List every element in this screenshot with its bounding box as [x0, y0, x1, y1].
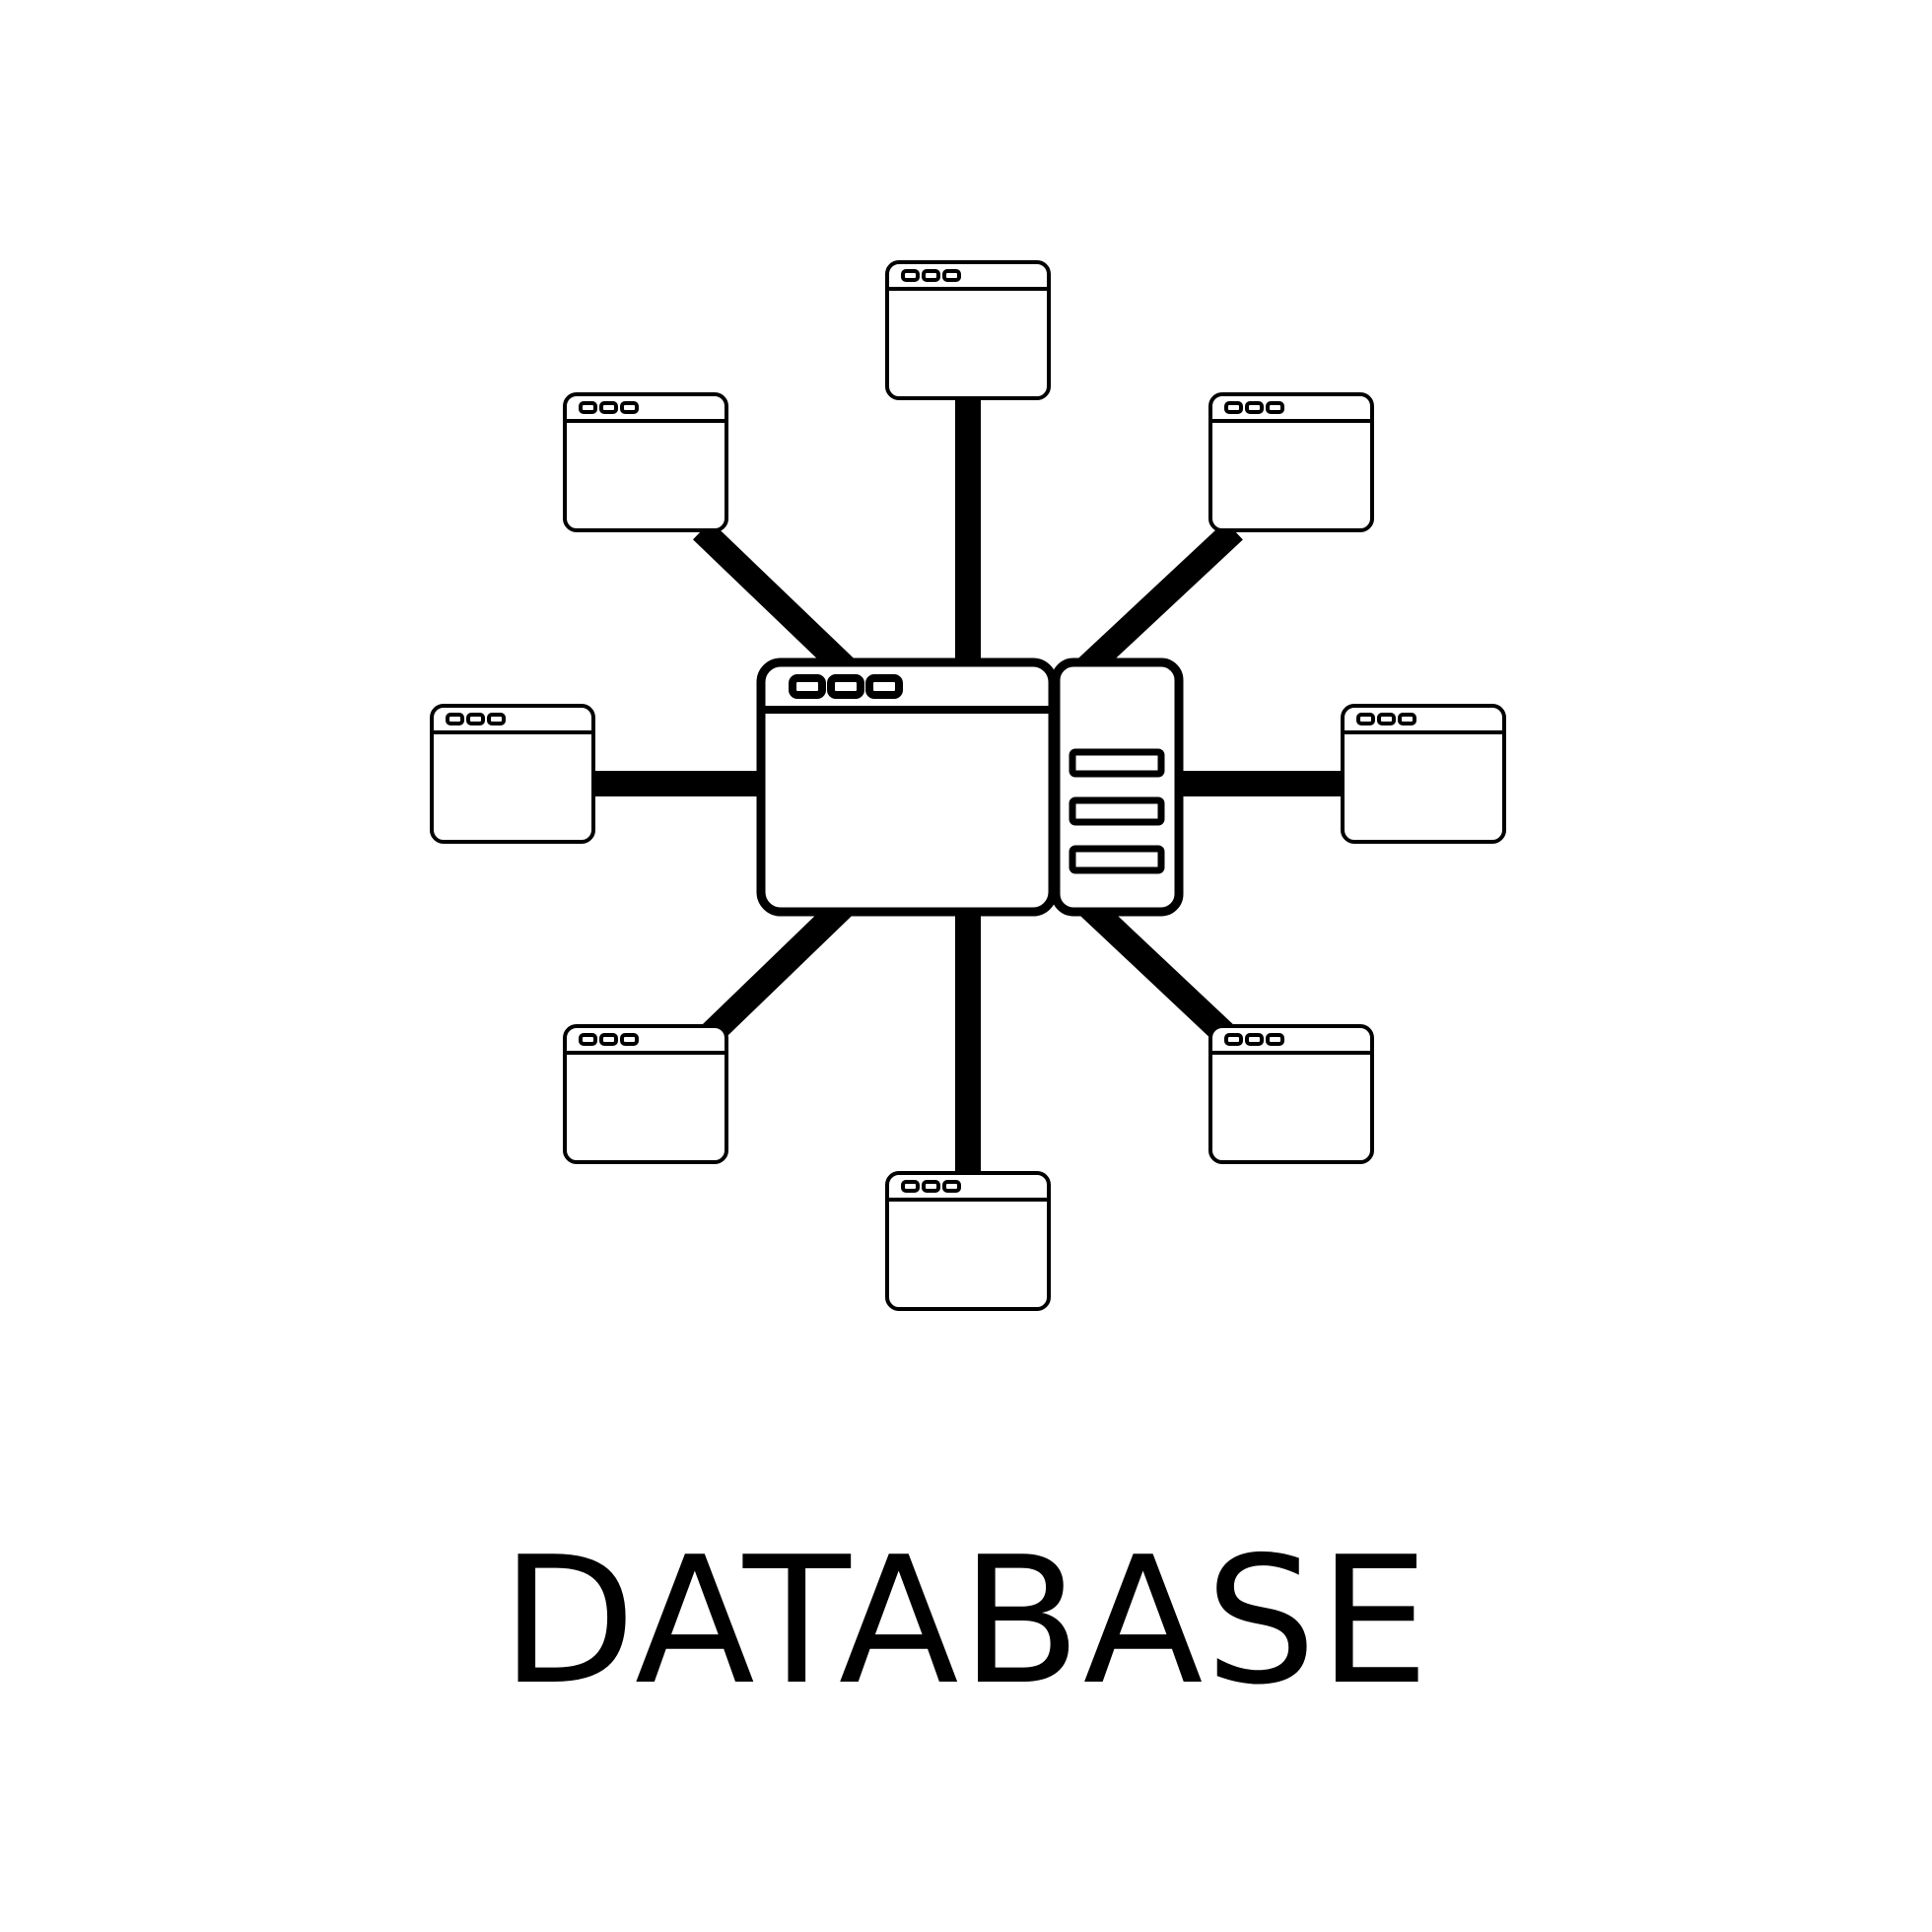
window-control-dot: [620, 1033, 639, 1046]
window-control-dot: [579, 401, 597, 414]
window-control-dot: [1398, 713, 1416, 725]
window-node-top-right: [1208, 392, 1374, 532]
server-rack-icon: [1051, 657, 1184, 917]
connector-lines: [593, 398, 1343, 1173]
window-control-dot: [1224, 401, 1243, 414]
window-frame: [430, 704, 595, 844]
central-window-icon: [756, 657, 1058, 917]
window-control-dot: [579, 1033, 597, 1046]
window-node-right: [1341, 704, 1506, 844]
window-node-top-left: [563, 392, 728, 532]
window-control-dot: [922, 1180, 940, 1193]
window-control-dot: [942, 1180, 961, 1193]
window-control-dot: [1377, 713, 1396, 725]
window-frame: [1208, 392, 1374, 532]
window-control-dot: [599, 1033, 618, 1046]
window-control-dot: [1266, 1033, 1284, 1046]
window-control-dot: [1266, 401, 1284, 414]
window-control-dot: [1245, 401, 1264, 414]
window-node-bottom: [885, 1171, 1051, 1311]
window-control-dot: [942, 269, 961, 282]
satellite-nodes: [430, 260, 1506, 1311]
window-node-bottom-left: [563, 1024, 728, 1164]
window-node-left: [430, 704, 595, 844]
window-frame: [885, 1171, 1051, 1311]
window-control-dot: [466, 713, 485, 725]
window-control-dot: [1356, 713, 1375, 725]
window-node-top: [885, 260, 1051, 400]
window-frame: [563, 1024, 728, 1164]
window-control-dot: [446, 713, 464, 725]
window-frame: [1341, 704, 1506, 844]
window-control-dot: [901, 269, 920, 282]
connector-top-right: [1075, 520, 1243, 680]
window-control-dot: [599, 401, 618, 414]
window-control-dot: [487, 713, 506, 725]
connector-bottom-left: [692, 892, 858, 1053]
window-frame: [885, 260, 1051, 400]
window-frame: [563, 392, 728, 532]
window-control-dot: [1224, 1033, 1243, 1046]
window-control-dot: [901, 1180, 920, 1193]
window-control-dot: [620, 401, 639, 414]
window-control-dot: [1245, 1033, 1264, 1046]
window-control-dot: [922, 269, 940, 282]
diagram-caption: DATABASE: [501, 1519, 1431, 1723]
window-node-bottom-right: [1208, 1024, 1374, 1164]
connector-bottom-right: [1075, 892, 1243, 1053]
connector-top-left: [692, 520, 858, 680]
window-frame: [1208, 1024, 1374, 1164]
